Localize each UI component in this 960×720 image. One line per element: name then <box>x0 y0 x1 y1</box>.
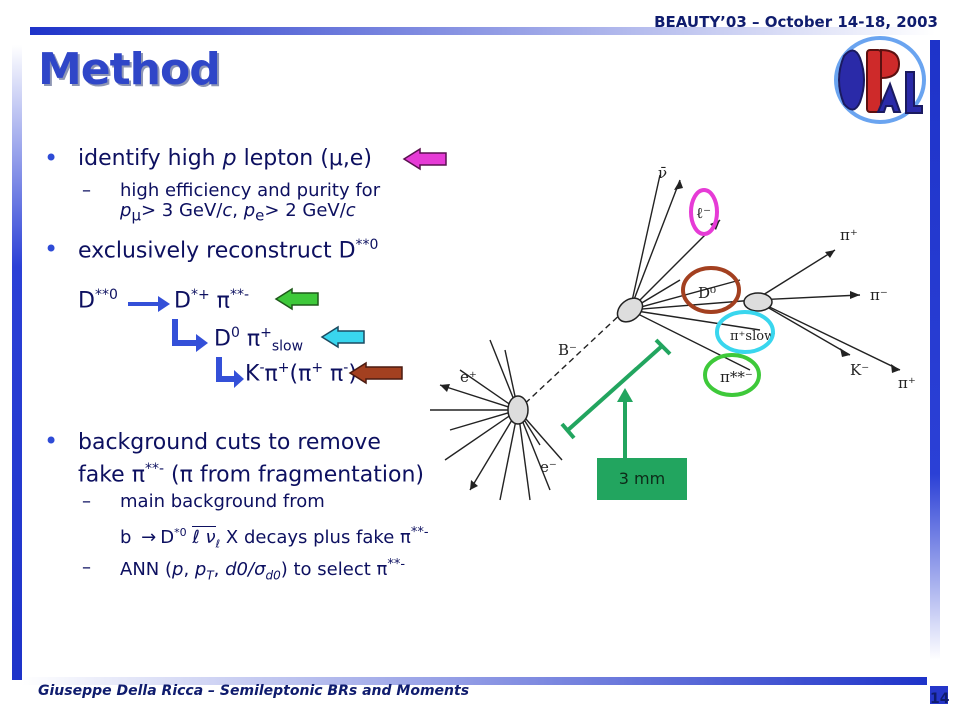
bottom-right-block <box>930 686 948 704</box>
footer-author: Giuseppe Della Ricca – Semileptonic BRs … <box>38 683 470 699</box>
cyan-arrow-icon <box>320 325 365 349</box>
decay-line-1: D**0 <box>78 287 118 314</box>
bullet-dot: • <box>44 144 59 172</box>
decay-arrow-icon <box>128 296 170 312</box>
ring-pistar <box>703 353 761 397</box>
page-number: 14 <box>930 691 950 707</box>
green-arrow-icon <box>274 287 319 311</box>
label-D0: D⁰ <box>698 284 716 302</box>
label-lepton: ℓ⁻ <box>696 204 711 222</box>
label-eminus: e⁻ <box>540 458 557 476</box>
subbullet-ann: – ANN (p, pT, d0/σd0) to select π**- <box>82 557 406 583</box>
bullet-identify-lepton: • identify high p lepton (μ,e) <box>44 144 372 172</box>
label-nu: ν̄ <box>658 164 667 182</box>
decay-dstar: D*+ π**- <box>174 287 249 314</box>
top-bar <box>30 27 935 35</box>
hook-arrow-icon <box>216 357 244 388</box>
decay-line-2: D0 π+slow <box>214 325 304 355</box>
ring-lepton <box>689 188 719 236</box>
subbullet-main-background: – main background from <box>82 491 325 512</box>
brown-arrow-icon <box>348 361 403 385</box>
label-pislow: π⁺slow <box>730 329 775 344</box>
hook-arrow-icon <box>172 319 208 352</box>
label-pistar: π**⁻ <box>720 368 753 386</box>
magenta-arrow-icon <box>402 147 447 171</box>
bullet-background-cuts: • background cuts to remove fake π**- (π… <box>44 427 425 488</box>
ring-pislow <box>715 310 775 354</box>
bottom-bar <box>22 677 927 685</box>
label-piplus: π⁺ <box>840 226 858 244</box>
label-piplus2: π⁺ <box>898 374 916 392</box>
right-bar <box>930 40 940 660</box>
background-decay-formula: b →D*0 ℓ νℓ X decays plus fake π**- <box>120 525 429 551</box>
label-Kminus: K⁻ <box>850 361 869 379</box>
label-eplus: e⁺ <box>460 368 477 386</box>
event-diagram: ν̄ ℓ⁻ π⁺ D⁰ π⁻ π⁺slow B⁻ e⁺ e⁻ π**⁻ K⁻ π… <box>430 164 916 501</box>
scale-label: 3 mm <box>597 458 687 500</box>
subbullet-efficiency: – high efficiency and purity for pμ> 3 G… <box>82 180 381 225</box>
page-title: Method <box>38 44 221 95</box>
bullet-reconstruct: • exclusively reconstruct D**0 <box>44 235 379 264</box>
label-piminus: π⁻ <box>870 286 888 304</box>
left-bar <box>12 45 22 680</box>
conference-label: BEAUTY’03 – October 14-18, 2003 <box>654 13 938 31</box>
label-Bminus: B⁻ <box>558 341 577 359</box>
ring-D0 <box>681 266 741 314</box>
scale-bar <box>560 338 672 460</box>
opal-logo <box>834 36 926 124</box>
